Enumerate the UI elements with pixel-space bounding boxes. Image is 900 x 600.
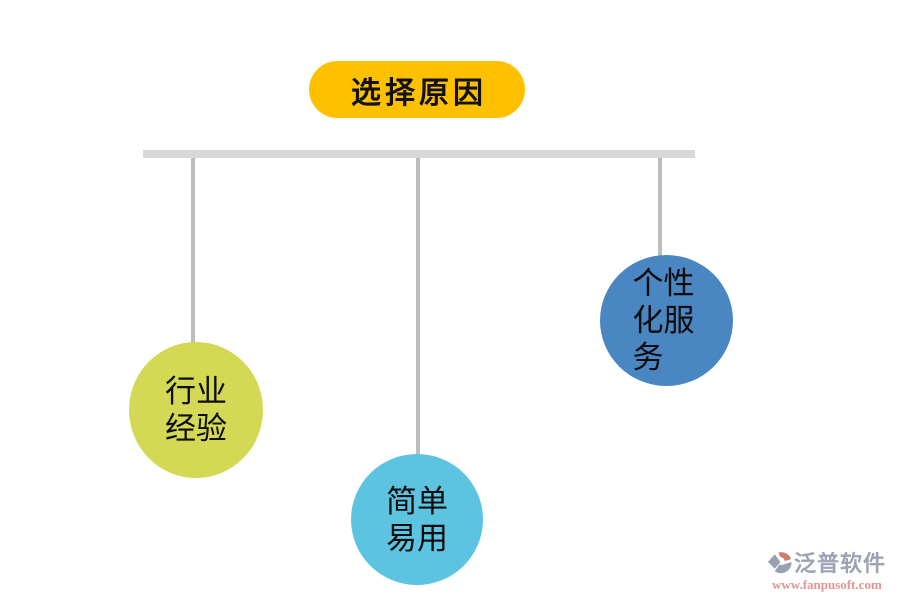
node-label-industry-experience: 行业经验 — [165, 374, 227, 446]
connector-line-personalized-service — [658, 158, 662, 257]
title-label: 选择原因 — [351, 76, 487, 110]
node-simple-easy-to-use: 简单易用 — [351, 454, 483, 585]
connector-line-simple-easy-to-use — [416, 158, 420, 455]
watermark: 泛普软件 www.fanpusoft.com — [768, 548, 894, 593]
node-personalized-service: 个性化服务 — [600, 255, 733, 386]
title-pill: 选择原因 — [309, 61, 525, 118]
watermark-brand-label: 泛普软件 — [794, 551, 887, 576]
horizontal-connector-bar — [143, 150, 695, 158]
fanpu-pinwheel-icon — [768, 549, 793, 575]
watermark-url-label: www.fanpusoft.com — [772, 577, 882, 592]
node-industry-experience: 行业经验 — [129, 342, 263, 478]
node-label-simple-easy-to-use: 简单易用 — [386, 483, 448, 556]
watermark-brand-row: 泛普软件 — [768, 548, 886, 576]
node-label-personalized-service: 个性化服务 — [632, 266, 695, 375]
connector-line-industry-experience — [191, 158, 195, 343]
